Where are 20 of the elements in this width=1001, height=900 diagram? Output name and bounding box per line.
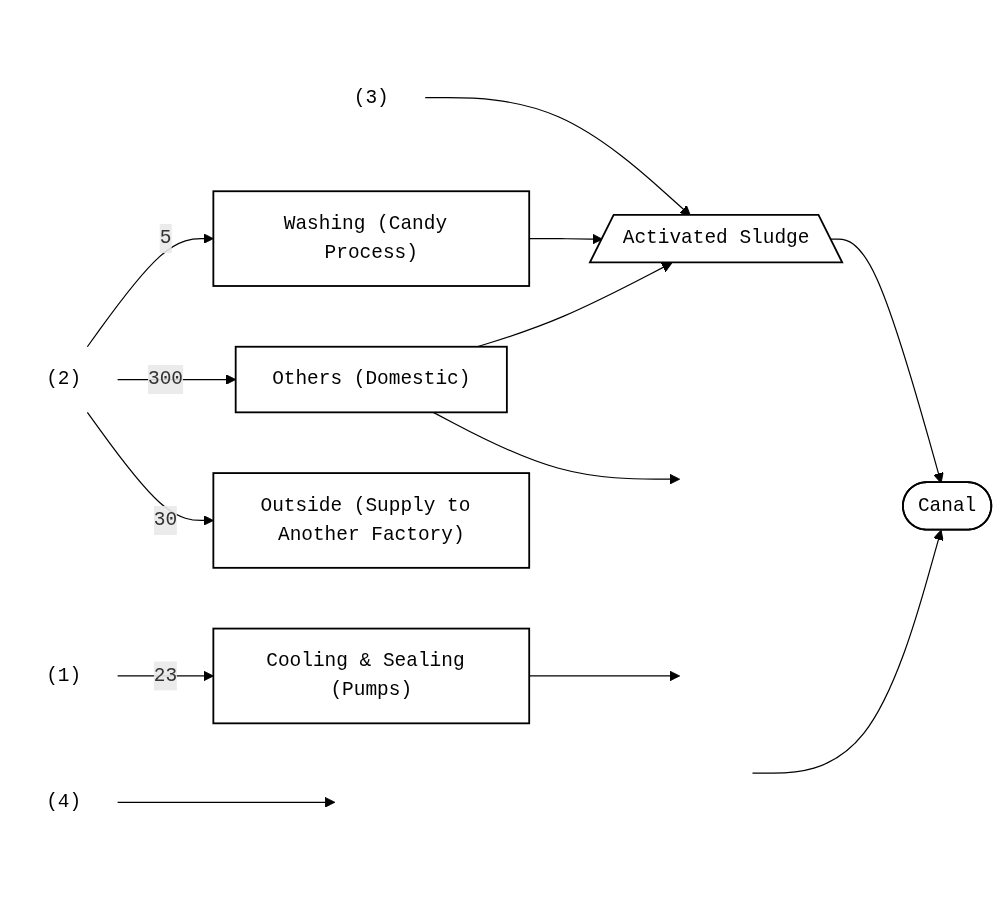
process-box: Cooling & Sealing (Pumps) (212, 627, 531, 725)
line-label: (2) (46, 368, 82, 391)
outlet-terminal: Canal (902, 481, 993, 531)
arrow (751, 529, 944, 774)
process-box: Outside (Supply to Another Factory) (212, 472, 531, 569)
arrow (117, 796, 336, 808)
arrow (830, 238, 944, 484)
line-label: (4) (46, 791, 82, 814)
edge-label: 30 (153, 509, 178, 532)
edge-label: 5 (159, 227, 172, 250)
treatment-trapezoid: Activated Sludge (588, 214, 844, 264)
line-label: (3) (353, 86, 389, 109)
edge-label: 23 (153, 665, 178, 687)
line-label: (1) (46, 665, 82, 687)
arrow (432, 411, 681, 485)
process-box: Others (Domestic) (234, 345, 508, 414)
process-box: Washing (Candy Process) (212, 190, 531, 287)
edge-label: 300 (147, 368, 183, 391)
arrow (86, 411, 214, 526)
arrow (86, 233, 214, 348)
